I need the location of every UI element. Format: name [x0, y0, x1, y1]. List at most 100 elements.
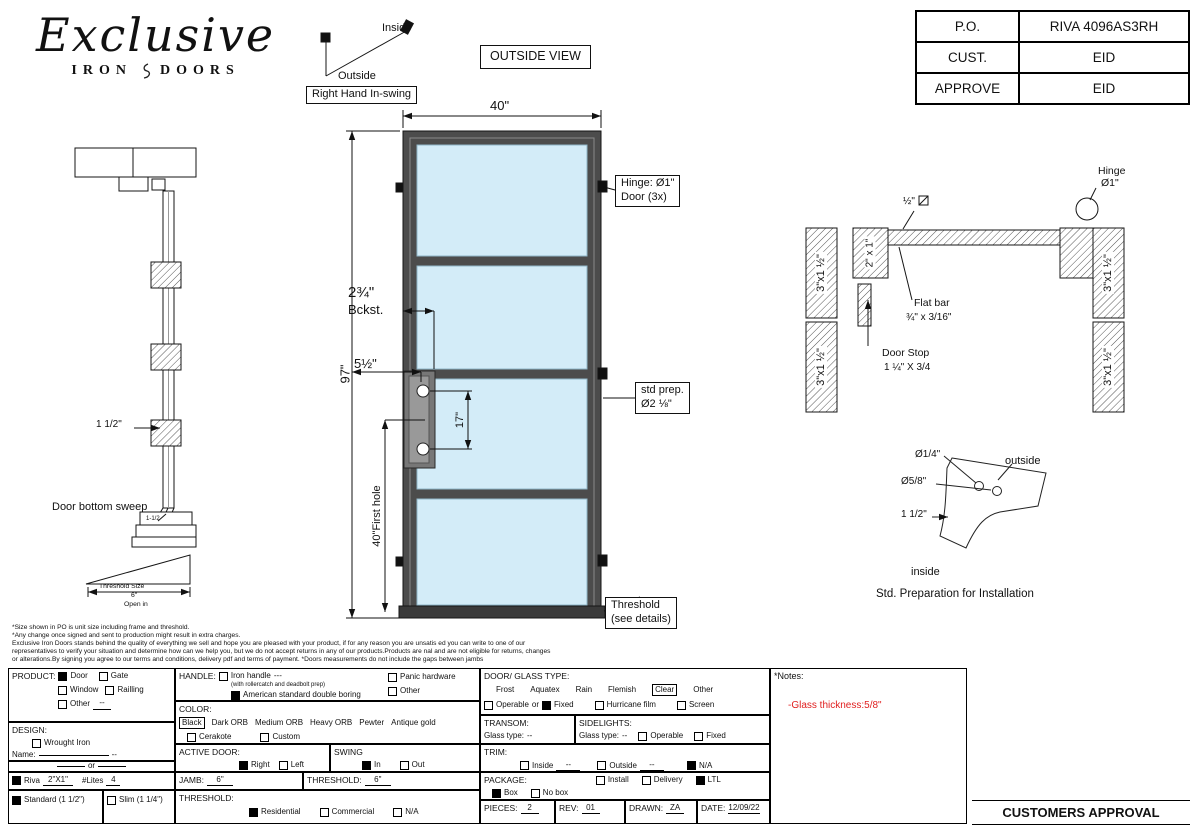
package-nobox-checkbox[interactable] — [530, 788, 540, 798]
package-install-checkbox[interactable] — [595, 776, 605, 786]
glass-other-option[interactable]: Other — [693, 685, 714, 695]
glass-fixed-checkbox[interactable] — [542, 701, 552, 711]
date-cell: DATE: 12/09/22 — [697, 800, 770, 824]
rev-value[interactable]: 01 — [581, 803, 600, 815]
profile-slim-checkbox[interactable] — [107, 795, 116, 805]
profile-slim-cell: Slim (1 1/4") — [103, 790, 175, 824]
product-gate-option: Gate — [110, 671, 129, 681]
product-label: PRODUCT: — [12, 671, 56, 681]
glass-hurricane-checkbox[interactable] — [594, 701, 604, 711]
swing-out-checkbox[interactable] — [399, 760, 409, 770]
package-box-option: Box — [504, 788, 518, 798]
color-mediumorb-option[interactable]: Medium ORB — [255, 718, 304, 728]
jamb-row-value[interactable]: 6" — [207, 775, 234, 787]
color-pewter-option[interactable]: Pewter — [359, 718, 385, 728]
backset-label: Bckst. — [348, 302, 384, 317]
active-left-checkbox[interactable] — [278, 760, 288, 770]
color-heavyorb-option[interactable]: Heavy ORB — [310, 718, 353, 728]
series-lites-value[interactable]: 4 — [106, 775, 121, 787]
trim-inside-checkbox[interactable] — [520, 761, 529, 771]
product-railling-option: Railling — [117, 685, 144, 695]
sidelights-fixed-checkbox[interactable] — [694, 731, 704, 741]
color-custom-checkbox[interactable] — [260, 733, 270, 743]
glass-rain-option[interactable]: Rain — [575, 685, 593, 695]
door-bottom-sweep-label: Door bottom sweep — [52, 501, 148, 513]
series-size-value[interactable]: 2"X1" — [43, 775, 74, 787]
glass-screen-checkbox[interactable] — [676, 701, 686, 711]
handle-iron-checkbox[interactable] — [218, 672, 228, 682]
swing-in-checkbox[interactable] — [362, 760, 371, 770]
glass-operable-checkbox[interactable] — [484, 701, 493, 711]
product-section: PRODUCT: Door Gate Window Railling Other… — [8, 668, 175, 722]
color-antiquegold-option[interactable]: Antique gold — [391, 718, 436, 728]
sidelights-operable-checkbox[interactable] — [638, 731, 648, 741]
trim-na-checkbox[interactable] — [686, 761, 696, 771]
design-name-field[interactable] — [38, 755, 109, 757]
profile-standard-checkbox[interactable] — [12, 795, 21, 805]
trim-outside-checkbox[interactable] — [597, 761, 607, 771]
threshold-residential-option: Residential — [261, 807, 301, 817]
color-cerakote-checkbox[interactable] — [187, 733, 196, 743]
po-label: P.O. — [916, 11, 1019, 42]
glass-operable-option: Operable — [496, 700, 529, 710]
color-darkorb-option[interactable]: Dark ORB — [211, 718, 249, 728]
jamb-hinge-label: Hinge — [1098, 165, 1126, 177]
jamb-row-label: JAMB: — [179, 775, 205, 786]
prep-inside-label: inside — [911, 566, 940, 578]
customers-approval[interactable]: CUSTOMERS APPROVAL — [972, 800, 1190, 825]
jamb-size-label-1: 3"x1 ½" — [815, 252, 827, 294]
approve-value[interactable]: EID — [1019, 73, 1189, 104]
logo-iron-text: IRON — [71, 62, 132, 78]
package-delivery-checkbox[interactable] — [641, 776, 651, 786]
glass-clear-option[interactable]: Clear — [652, 684, 678, 697]
threshold-na-checkbox[interactable] — [393, 807, 403, 817]
front-view-dimensions — [346, 110, 641, 619]
product-window-checkbox[interactable] — [58, 685, 67, 695]
notes-text[interactable]: -Glass thickness:5/8" — [788, 699, 882, 711]
active-right-checkbox[interactable] — [239, 760, 248, 770]
jamb-size-label-2: 3"x1 ½" — [815, 346, 827, 388]
series-riva-label: Riva — [24, 775, 41, 785]
glass-flemish-option[interactable]: Flemish — [608, 685, 637, 695]
pieces-label: PIECES: — [484, 803, 518, 814]
trim-outside-value[interactable]: -- — [639, 760, 664, 772]
handle-other-checkbox[interactable] — [388, 686, 397, 696]
date-value[interactable]: 12/09/22 — [728, 803, 760, 815]
package-ltl-checkbox[interactable] — [695, 776, 705, 786]
po-value[interactable]: RIVA 4096AS3RH — [1019, 11, 1189, 42]
product-railling-checkbox[interactable] — [105, 685, 115, 695]
disclaimer-line-4: representatives to verify your situation… — [12, 648, 551, 655]
disclaimer-line-1: *Size shown in PO is unit size including… — [12, 624, 190, 631]
transom-glass-type-value[interactable]: -- — [527, 731, 533, 741]
design-wrought-checkbox[interactable] — [32, 738, 41, 748]
trim-inside-value[interactable]: -- — [556, 760, 581, 772]
active-right-option: Right — [251, 760, 270, 770]
jamb-size-label-4: 3"x1 ½" — [1102, 346, 1114, 388]
pieces-value[interactable]: 2 — [520, 803, 539, 815]
active-left-option: Left — [290, 760, 305, 770]
package-box-checkbox[interactable] — [492, 788, 501, 798]
product-other-value[interactable]: -- — [93, 698, 112, 710]
glass-frost-option[interactable]: Frost — [496, 685, 515, 695]
product-gate-checkbox[interactable] — [98, 672, 108, 682]
color-black-option[interactable]: Black — [179, 717, 205, 730]
glass-screen-option: Screen — [688, 700, 715, 710]
handle-american-checkbox[interactable] — [231, 690, 240, 700]
series-riva-checkbox[interactable] — [12, 776, 21, 786]
threshold-residential-checkbox[interactable] — [249, 807, 258, 817]
drawn-value[interactable]: ZA — [666, 803, 685, 815]
threshold-commercial-checkbox[interactable] — [319, 807, 329, 817]
glass-aquatex-option[interactable]: Aquatex — [530, 685, 560, 695]
handle-panic-checkbox[interactable] — [388, 672, 397, 682]
cust-value[interactable]: EID — [1019, 42, 1189, 73]
or-divider-row: or — [8, 761, 175, 772]
jamb-hinge-dia: Ø1" — [1101, 177, 1119, 189]
sidelights-glass-type-value[interactable]: -- — [622, 731, 628, 741]
swing-outside-label: Outside — [338, 70, 376, 82]
notes-section: *Notes: -Glass thickness:5/8" — [770, 668, 967, 824]
threshold-size-row-value[interactable]: 6" — [364, 775, 391, 787]
product-other-checkbox[interactable] — [58, 699, 67, 709]
transom-label: TRANSOM: — [484, 718, 529, 728]
product-door-checkbox[interactable] — [58, 672, 68, 682]
package-install-option: Install — [607, 775, 629, 785]
